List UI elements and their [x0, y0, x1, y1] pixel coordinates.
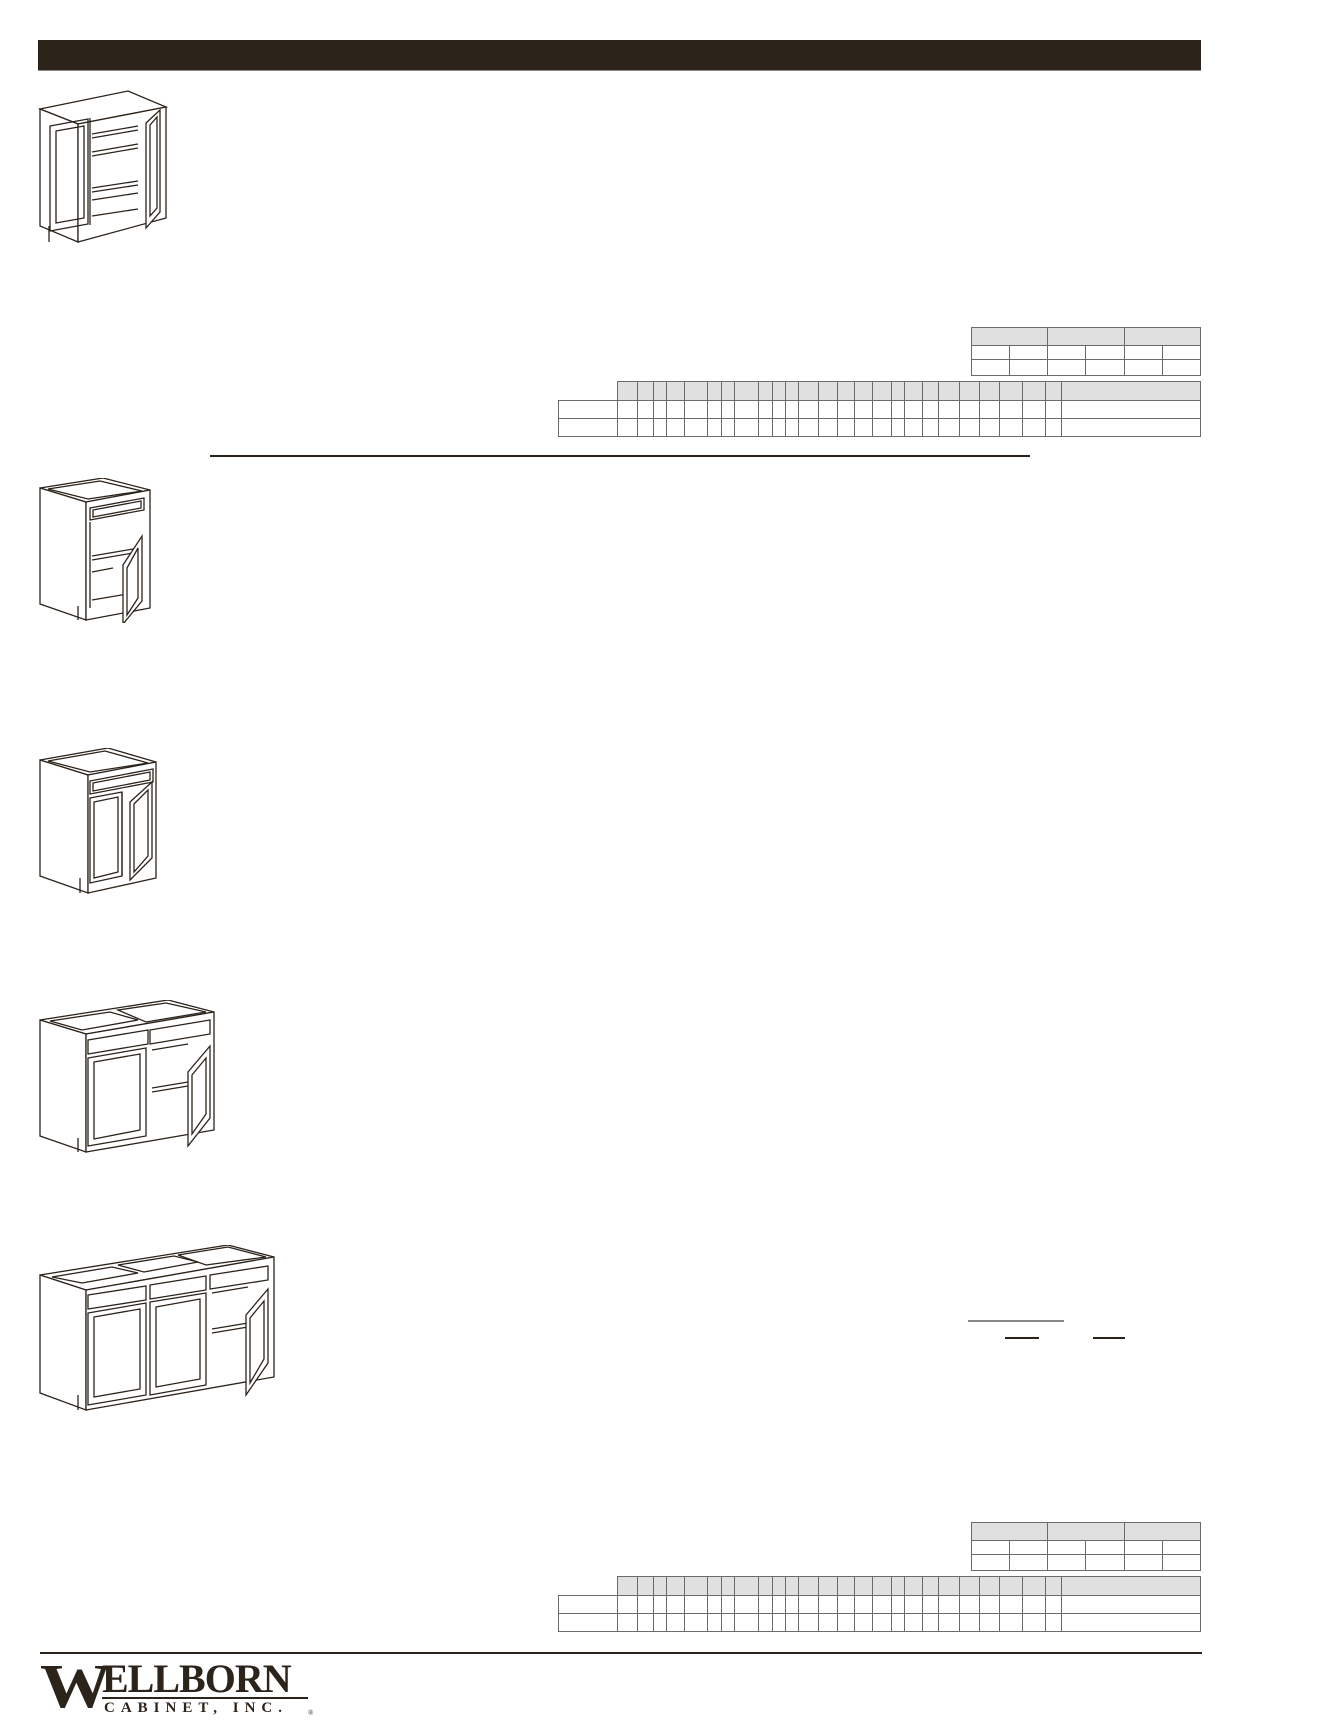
- registered-mark: ®: [308, 1709, 314, 1717]
- row-label: [558, 418, 618, 437]
- dimension-group-header: [1123, 1522, 1202, 1541]
- logo-wordmark: ELLBORN: [102, 1656, 292, 1701]
- section-title-bar: [38, 40, 1201, 71]
- footer-divider: [40, 1652, 1202, 1654]
- dimension-group-header: [1123, 327, 1202, 346]
- section-divider: [210, 455, 1030, 457]
- logo-initial: W: [40, 1653, 111, 1721]
- base-cabinet-double-door-drawing: [39, 748, 157, 894]
- dimension-group-header: [970, 327, 1049, 346]
- wellborn-logo: W ELLBORN CABINET, INC. ®: [40, 1653, 320, 1721]
- top-dimension-table: [970, 327, 1202, 376]
- blank-line: [1005, 1337, 1039, 1339]
- row-label: [558, 1613, 618, 1632]
- base-cabinet-three-drawer-drawing: [39, 1245, 275, 1411]
- logo-rule: [102, 1697, 308, 1699]
- blank-line: [1093, 1337, 1125, 1339]
- table-row: [558, 400, 1201, 419]
- row-label: [558, 1595, 618, 1614]
- table-row: [558, 1595, 1201, 1614]
- wall-cabinet-double-door-drawing: [38, 90, 169, 243]
- dimension-group-header: [970, 1522, 1049, 1541]
- logo-subtitle: CABINET, INC.: [104, 1700, 288, 1716]
- table-row: [558, 418, 1201, 437]
- base-cabinet-single-door-drawing: [39, 478, 151, 623]
- top-pricing-table: [558, 381, 1201, 437]
- signature-line: [968, 1320, 1064, 1322]
- base-cabinet-two-drawer-double-door-drawing: [39, 1000, 215, 1153]
- bottom-dimension-table: [970, 1522, 1202, 1571]
- dimension-group-header: [1047, 327, 1125, 346]
- bottom-pricing-table: [558, 1576, 1201, 1632]
- table-row: [558, 1613, 1201, 1632]
- row-label: [558, 400, 618, 419]
- dimension-group-header: [1047, 1522, 1125, 1541]
